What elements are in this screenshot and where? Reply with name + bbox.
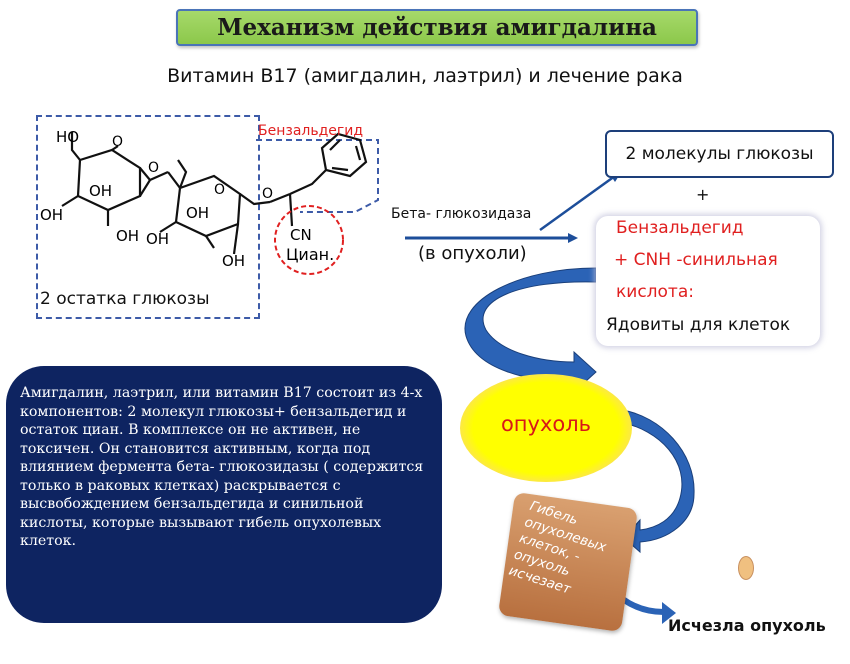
linker-oxygen: O [262, 186, 274, 202]
poison-product-box: Бензальдегид + CNH -синильная кислота: Я… [596, 216, 820, 346]
enzyme-label: Бета- глюкозидаза [391, 206, 532, 222]
glucose-residues-frame [36, 115, 260, 319]
tumor-death-text: Гибель опухолевых клеток, - опухоль исче… [506, 497, 609, 598]
benzene-ring [320, 132, 368, 178]
oh-label-3: OH [116, 227, 140, 245]
ring-oxygen-2: O [214, 182, 226, 198]
benzaldehyde-label: Бензальдегид [258, 123, 364, 139]
info-box: Амигдалин, лаэтрил, или витамин B17 сост… [6, 366, 442, 623]
glucose-residues-label: 2 остатка глюкозы [40, 289, 210, 309]
ring-oxygen-1: O [112, 134, 124, 150]
cyanide-circle [274, 205, 344, 275]
poison-line-1: Бензальдегид [616, 218, 744, 238]
location-label: (в опухоли) [418, 243, 527, 264]
page-title: Механизм действия амигдалина [176, 9, 698, 46]
tumor-ellipse [460, 374, 632, 482]
result-arrow-head [662, 602, 676, 624]
curved-arrow-to-tumor [464, 267, 597, 394]
benzaldehyde-frame [256, 139, 379, 213]
glycosidic-oxygen: O [148, 160, 160, 176]
poison-line-3: кислота: [616, 282, 694, 302]
oh-label-6: OH [222, 252, 246, 270]
reaction-arrow-head [568, 233, 578, 243]
info-text: Амигдалин, лаэтрил, или витамин B17 сост… [20, 385, 424, 549]
decorative-dot [738, 556, 754, 580]
tumor-death-box: Гибель опухолевых клеток, - опухоль исче… [497, 491, 639, 633]
oh-label-4: OH [186, 204, 210, 222]
glucose-arrow [539, 174, 616, 232]
result-label: Исчезла опухоль [668, 616, 826, 635]
glucose-ring-1 [61, 132, 169, 226]
oh-label-5: OH [146, 230, 170, 248]
subtitle: Витамин B17 (амигдалин, лаэтрил) и лечен… [167, 65, 683, 87]
oh-label-1: OH [89, 182, 113, 200]
ho-label: HO [56, 128, 80, 146]
oh-label-2: OH [40, 206, 64, 224]
poison-line-2: + CNH -синильная [614, 250, 778, 270]
glucose-product-box: 2 молекулы глюкозы [605, 130, 834, 178]
tumor-label: опухоль [500, 412, 592, 436]
cn-label: CN [290, 226, 312, 244]
glucose-product-label: 2 молекулы глюкозы [625, 144, 814, 164]
cyanide-label: Циан. [286, 245, 335, 264]
aglycone-bonds [269, 169, 327, 227]
glucose-ring-2 [159, 159, 271, 255]
poison-line-4: Ядовиты для клеток [606, 315, 791, 335]
plus-sign: + [696, 185, 710, 204]
curved-arrow-to-death [619, 409, 695, 554]
